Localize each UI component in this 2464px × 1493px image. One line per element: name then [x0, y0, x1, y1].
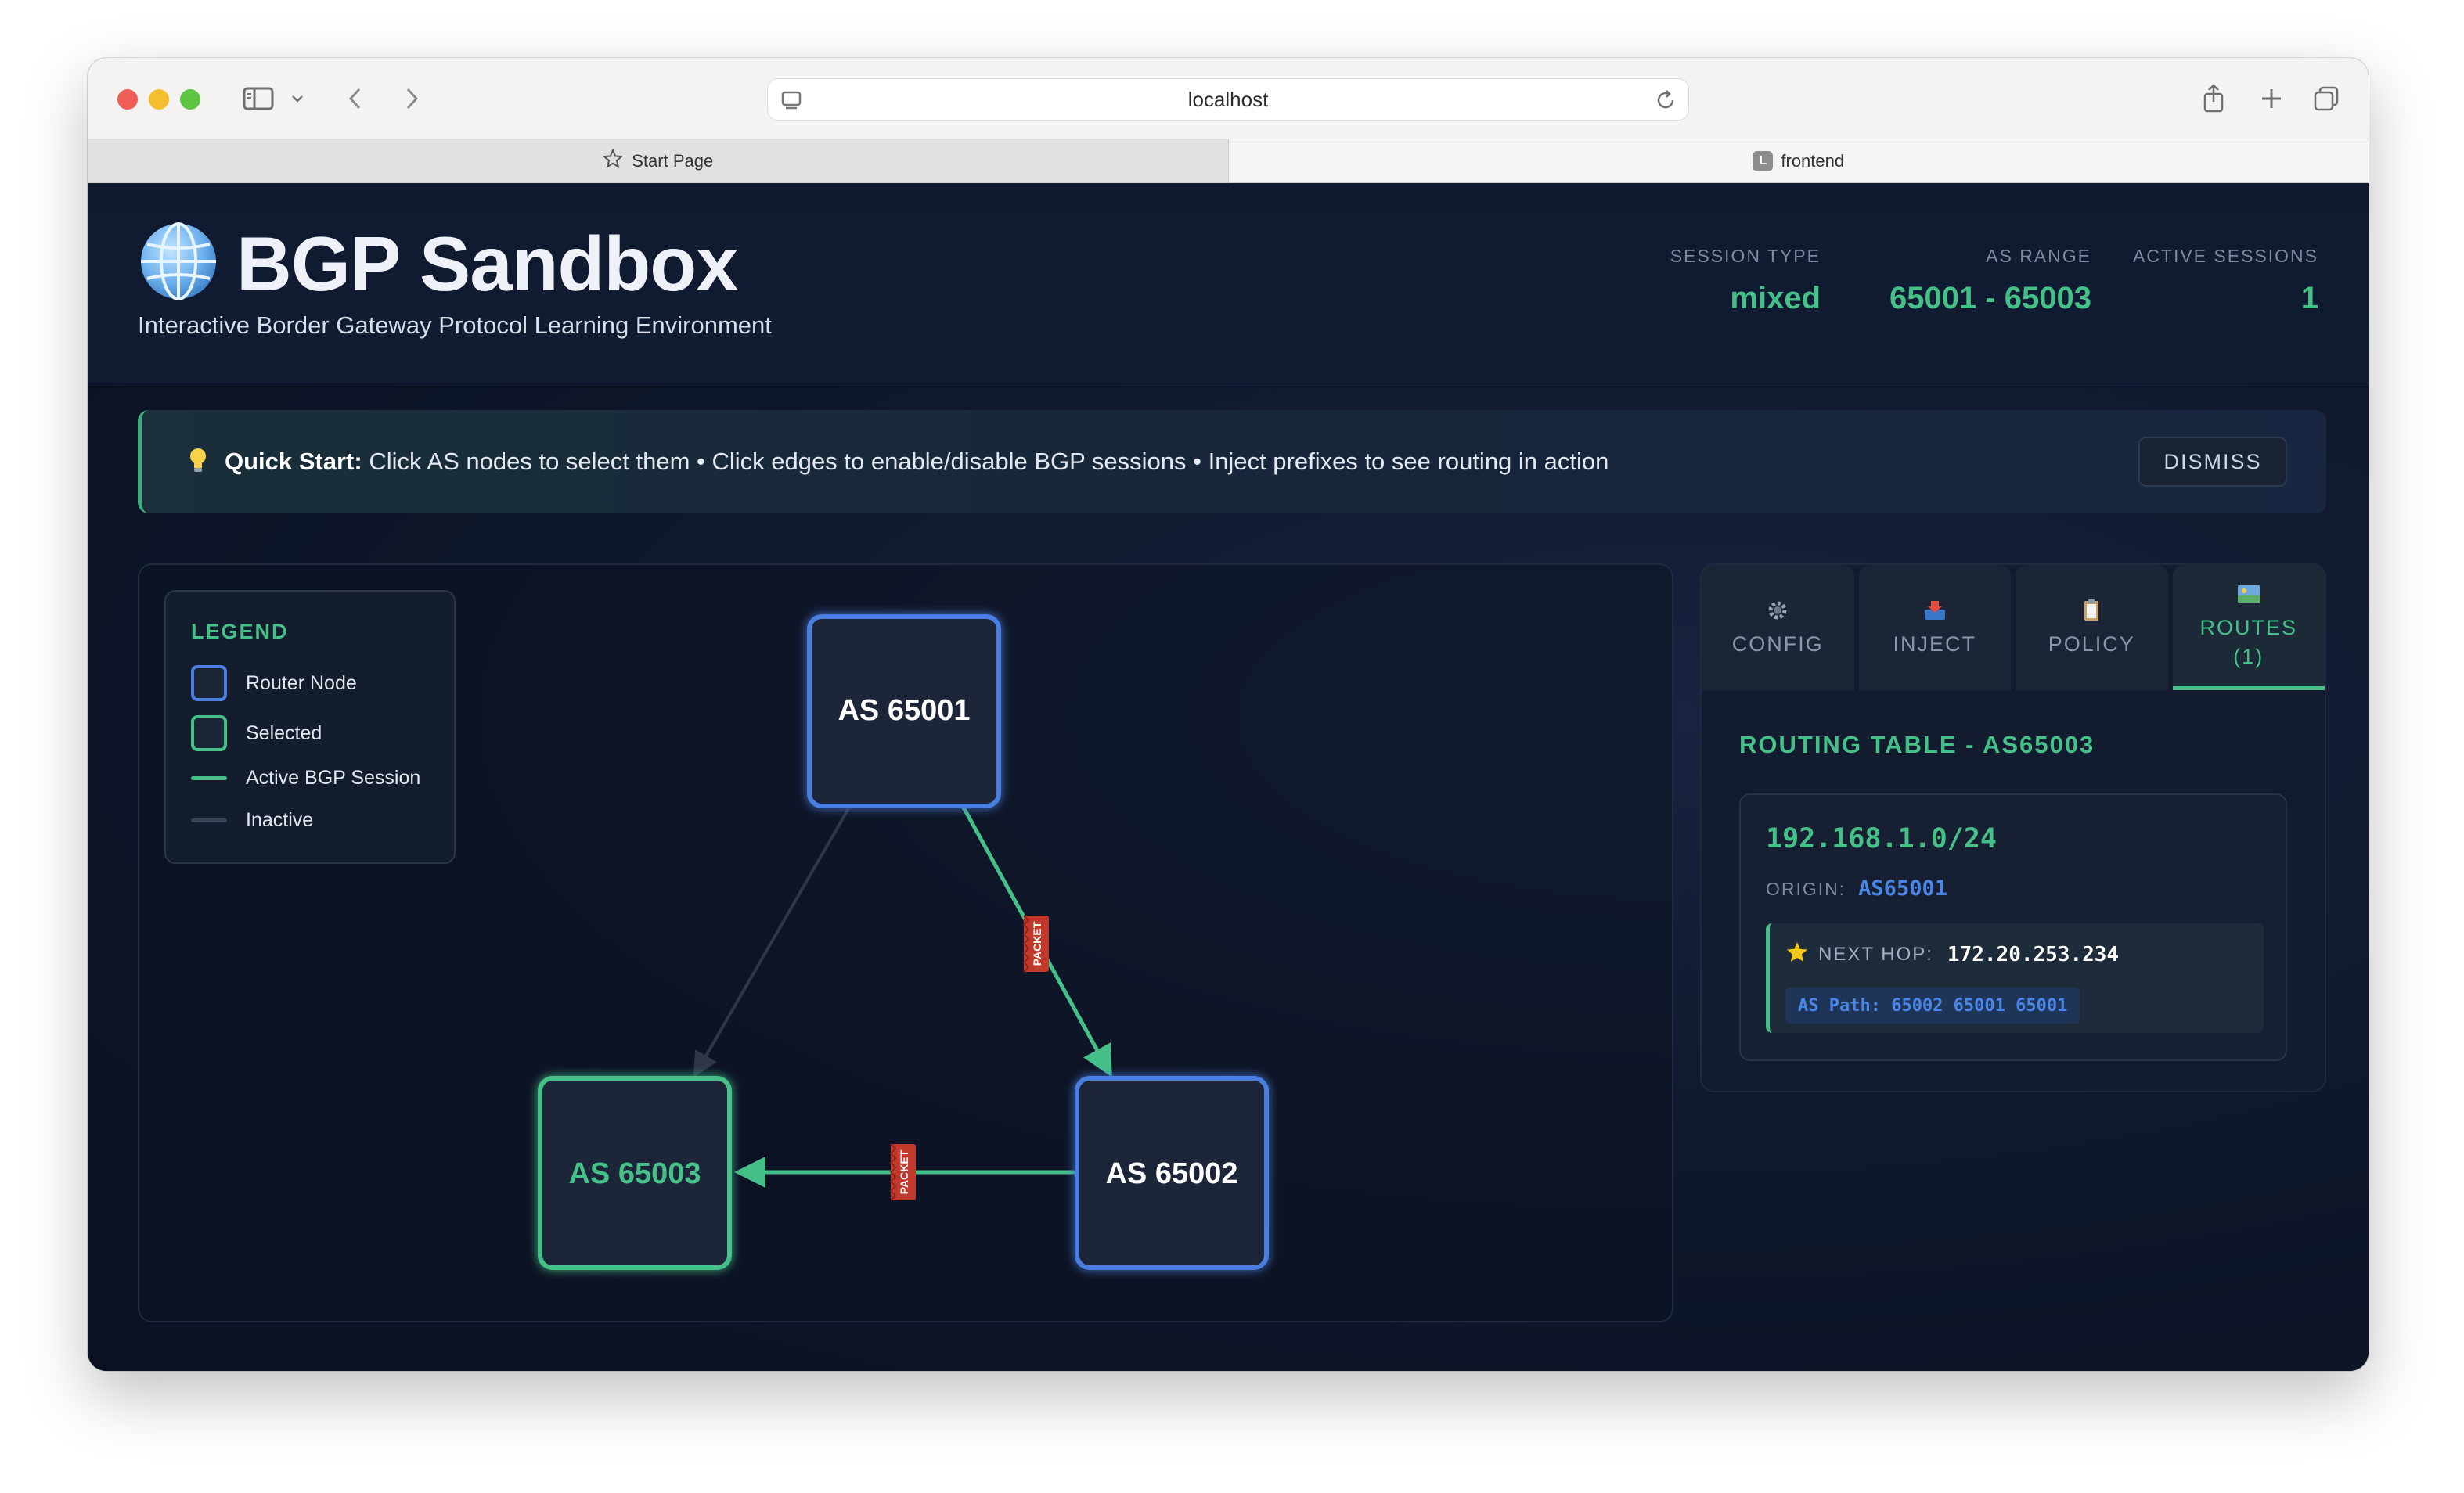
new-tab-icon[interactable] — [2254, 75, 2289, 122]
favicon-icon: L — [1753, 150, 1774, 171]
legend-label: Router Node — [246, 671, 357, 694]
node-label: AS 65003 — [568, 1157, 701, 1190]
legend: LEGEND Router Node Selected Active BGP S… — [164, 590, 456, 864]
legend-item: Inactive — [191, 809, 313, 832]
reload-icon[interactable] — [1654, 88, 1677, 117]
title-row: BGP Sandbox — [138, 220, 739, 307]
legend-item: Router Node — [191, 665, 357, 701]
tab-label: CONFIG — [1731, 632, 1824, 656]
tab-label: Start Page — [632, 150, 714, 171]
inbox-tray-icon — [1922, 599, 1948, 628]
legend-title: LEGEND — [191, 620, 289, 643]
tab-label: POLICY — [2048, 632, 2135, 656]
quickstart-text: Quick Start: Click AS nodes to select th… — [225, 448, 1608, 476]
packet-icon: PACKET — [889, 1143, 916, 1201]
legend-item: Active BGP Session — [191, 767, 420, 790]
next-hop-value: 172.20.253.234 — [1947, 942, 2120, 966]
packet-icon: PACKET — [1022, 915, 1049, 973]
tab-start-page[interactable]: Start Page — [88, 139, 1229, 182]
back-icon[interactable] — [340, 75, 371, 122]
stat-value: mixed — [1730, 281, 1821, 315]
stat-value: 1 — [2300, 281, 2318, 315]
origin-label: ORIGIN: — [1766, 879, 1846, 899]
stat-label: AS RANGE — [1986, 246, 2091, 266]
zoom-window-button[interactable] — [180, 89, 200, 110]
minimize-window-button[interactable] — [149, 89, 169, 110]
globe-icon — [138, 221, 219, 306]
route-prefix: 192.168.1.0/24 — [1766, 823, 1997, 854]
next-hop-label: NEXT HOP: — [1818, 943, 1933, 965]
tab-label: INJECT — [1893, 632, 1976, 656]
selected-swatch — [191, 715, 227, 751]
tab-label: frontend — [1781, 150, 1845, 171]
tab-config[interactable]: CONFIG — [1702, 565, 1854, 690]
topology-panel: PACKET PACKET AS 65001 AS 65002 — [138, 563, 1673, 1322]
url-text: localhost — [1187, 87, 1269, 111]
stat-as-range: AS RANGE 65001 - 65003 — [1889, 246, 2091, 316]
best-path: NEXT HOP: 172.20.253.234 AS Path: 65002 … — [1766, 923, 2264, 1033]
node-label: AS 65001 — [838, 694, 970, 727]
next-hop-row: NEXT HOP: 172.20.253.234 — [1785, 941, 2119, 968]
chevron-down-icon[interactable] — [286, 75, 308, 122]
page-title: BGP Sandbox — [236, 220, 739, 307]
tab-label: ROUTES — [2199, 616, 2297, 639]
stat-label: ACTIVE SESSIONS — [2132, 246, 2318, 266]
legend-item: Selected — [191, 715, 322, 751]
legend-label: Inactive — [246, 809, 314, 831]
browser-toolbar: localhost — [88, 58, 2369, 139]
quickstart-title: Quick Start: — [225, 448, 362, 475]
origin-row: ORIGIN: AS65001 — [1766, 876, 1947, 901]
side-panel: CONFIG INJECT POLICY — [1700, 563, 2326, 1092]
node-as65002[interactable]: AS 65002 — [1075, 1076, 1269, 1270]
quickstart-body: Click AS nodes to select them • Click ed… — [369, 448, 1609, 475]
stat-value: 65001 - 65003 — [1889, 281, 2091, 315]
page-subtitle: Interactive Border Gateway Protocol Lear… — [138, 311, 772, 339]
route-entry[interactable]: 192.168.1.0/24 ORIGIN: AS65001 NEXT HOP:… — [1739, 793, 2287, 1061]
topology-graph: PACKET PACKET AS 65001 AS 65002 — [538, 614, 1269, 1270]
tab-inject[interactable]: INJECT — [1858, 565, 2011, 690]
gear-icon — [1764, 599, 1791, 628]
packet-label: PACKET — [1031, 921, 1043, 966]
site-settings-icon[interactable] — [780, 89, 802, 117]
browser-window: localhost Start Page L frontend — [88, 58, 2369, 1371]
side-panel-tabs: CONFIG INJECT POLICY — [1702, 565, 2325, 693]
sidebar-toggle-icon[interactable] — [238, 75, 279, 122]
lightbulb-icon — [142, 446, 211, 478]
origin-value: AS65001 — [1858, 876, 1947, 901]
tab-routes[interactable]: ROUTES (1) — [2172, 565, 2325, 690]
star-icon — [602, 147, 624, 174]
node-as65003[interactable]: AS 65003 — [538, 1076, 732, 1270]
close-window-button[interactable] — [117, 89, 138, 110]
tab-policy[interactable]: POLICY — [2016, 565, 2168, 690]
tab-frontend[interactable]: L frontend — [1228, 139, 2369, 182]
node-as65001[interactable]: AS 65001 — [807, 614, 1001, 808]
legend-label: Selected — [246, 721, 322, 744]
inactive-session-swatch — [191, 818, 227, 822]
as-path-badge: AS Path: 65002 65001 65001 — [1785, 988, 2080, 1024]
legend-label: Active BGP Session — [246, 767, 421, 789]
quickstart-banner: Quick Start: Click AS nodes to select th… — [138, 410, 2326, 513]
forward-icon[interactable] — [396, 75, 427, 122]
stat-label: SESSION TYPE — [1670, 246, 1821, 266]
map-icon — [2235, 582, 2262, 611]
tab-overview-icon[interactable] — [2309, 75, 2343, 122]
active-session-swatch — [191, 776, 227, 780]
star-icon — [1785, 941, 1809, 968]
address-bar[interactable]: localhost — [767, 78, 1689, 121]
packet-label: PACKET — [898, 1149, 910, 1194]
node-label: AS 65002 — [1105, 1157, 1237, 1190]
share-icon[interactable] — [2196, 75, 2231, 122]
clipboard-icon — [2078, 599, 2105, 628]
dismiss-button[interactable]: DISMISS — [2138, 437, 2287, 487]
tab-count: (1) — [2233, 645, 2264, 668]
routing-table-title: ROUTING TABLE - AS65003 — [1739, 731, 2095, 758]
stat-active-sessions: ACTIVE SESSIONS 1 — [2133, 246, 2318, 316]
router-node-swatch — [191, 665, 227, 701]
edge-65001-65003[interactable] — [693, 805, 852, 1077]
page: BGP Sandbox Interactive Border Gateway P… — [88, 183, 2369, 1371]
tab-strip: Start Page L frontend — [88, 139, 2369, 183]
stat-session-type: SESSION TYPE mixed — [1670, 246, 1821, 316]
app-header: BGP Sandbox Interactive Border Gateway P… — [88, 183, 2369, 383]
